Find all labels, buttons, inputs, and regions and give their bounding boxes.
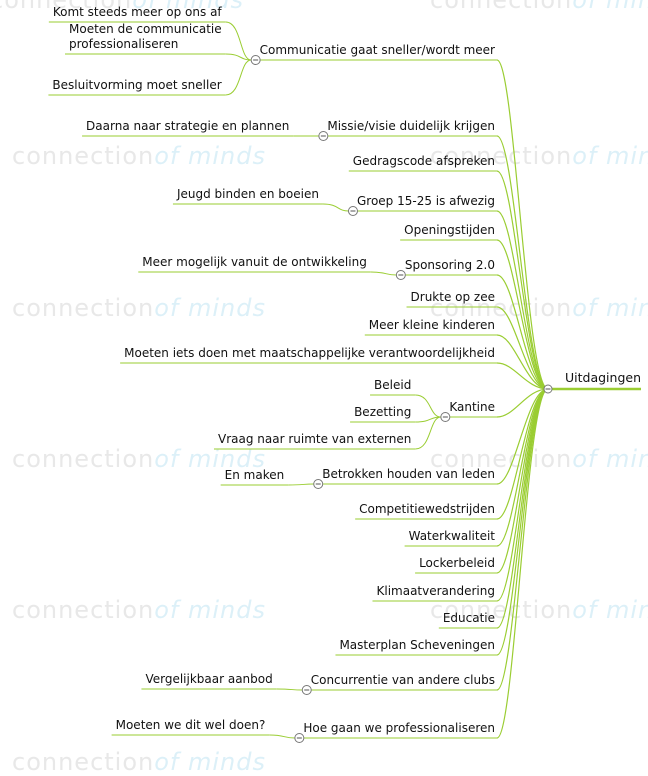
branch-node-label[interactable]: Meer kleine kinderen [369,318,495,332]
branch-connector [496,306,549,390]
branch-connector [496,170,549,390]
child-node-label[interactable]: Vergelijkbaar aanbod [145,672,272,686]
child-connector [322,203,349,212]
branch-collapse-toggle[interactable] [440,412,451,422]
branch-connector [496,210,549,390]
child-connector [269,734,295,739]
branch-node-label[interactable]: Masterplan Scheveningen [339,638,495,652]
child-connector [288,483,314,486]
branch-node-label[interactable]: Educatie [443,611,495,625]
branch-node-label[interactable]: Groep 15-25 is afwezig [357,194,495,208]
child-connector [370,271,397,276]
root-node-label[interactable]: Uitdagingen [565,370,641,385]
child-connector [415,394,441,418]
branch-connector [496,135,549,390]
watermark: connectionof minds [12,748,266,776]
branch-node-label[interactable]: Klimaatverandering [376,584,495,598]
branch-collapse-toggle[interactable] [301,685,312,695]
branch-connector [496,388,549,418]
branch-node-label[interactable]: Missie/visie duidelijk krijgen [327,119,495,133]
child-connector [225,53,252,61]
branch-collapse-toggle[interactable] [294,733,305,743]
branch-node-label[interactable]: Openingstijden [404,223,495,237]
child-node-label[interactable]: Besluitvorming moet sneller [52,78,221,92]
child-node-label[interactable]: Jeugd binden en boeien [176,187,319,201]
branch-connector [496,388,549,691]
branch-collapse-toggle[interactable] [347,206,358,216]
branch-node-label[interactable]: Moeten iets doen met maatschappelijke ve… [124,346,495,360]
child-node-label[interactable]: Moeten de communicatie [69,22,222,36]
child-node-label[interactable]: Beleid [374,378,411,392]
branch-collapse-toggle[interactable] [395,270,406,280]
branch-collapse-toggle[interactable] [313,479,324,489]
nodes: Uitdagingen Communicatie gaat sneller/wor… [52,5,641,743]
branch-connector [496,274,549,390]
mind-map: Uitdagingen Communicatie gaat sneller/wor… [48,5,641,743]
child-node-label[interactable]: Meer mogelijk vanuit de ontwikkeling [142,255,367,269]
child-node-label[interactable]: En maken [225,468,285,482]
branch-node-label[interactable]: Concurrentie van andere clubs [311,673,495,687]
child-node-label[interactable]: Daarna naar strategie en plannen [86,119,289,133]
branch-connector [496,239,549,390]
branch-node-label[interactable]: Competitiewedstrijden [359,502,495,516]
branch-node-label[interactable]: Hoe gaan we professionaliseren [303,721,495,735]
branch-node-label[interactable]: Gedragscode afspreken [353,154,495,168]
branch-connector [496,388,549,739]
child-connector [415,416,441,423]
branch-node-label[interactable]: Sponsoring 2.0 [405,258,495,272]
branch-connector [496,334,549,390]
branch-node-label[interactable]: Drukte op zee [411,290,495,304]
child-connector [225,21,252,61]
root-collapse-toggle[interactable] [543,384,553,394]
connector-lines [48,21,641,739]
child-node-label-line2: professionaliseren [69,37,178,51]
child-connector [415,416,441,450]
branch-collapse-toggle[interactable] [318,131,329,141]
child-connector [225,59,252,96]
branch-connector [496,362,549,390]
branch-connector [496,59,549,390]
branch-node-label[interactable]: Lockerbeleid [419,556,495,570]
branch-node-label[interactable]: Waterkwaliteit [409,529,496,543]
child-node-label[interactable]: Vraag naar ruimte van externen [218,432,411,446]
branch-node-label[interactable]: Communicatie gaat sneller/wordt meer [260,43,495,57]
child-connector [276,688,303,691]
child-node-label[interactable]: Komt steeds meer op ons af [53,5,223,19]
branch-collapse-toggle[interactable] [250,55,261,65]
branch-node-label[interactable]: Betrokken houden van leden [322,467,495,481]
branch-node-label[interactable]: Kantine [449,400,495,414]
child-node-label[interactable]: Bezetting [354,405,411,419]
child-node-label[interactable]: Moeten we dit wel doen? [116,718,266,732]
